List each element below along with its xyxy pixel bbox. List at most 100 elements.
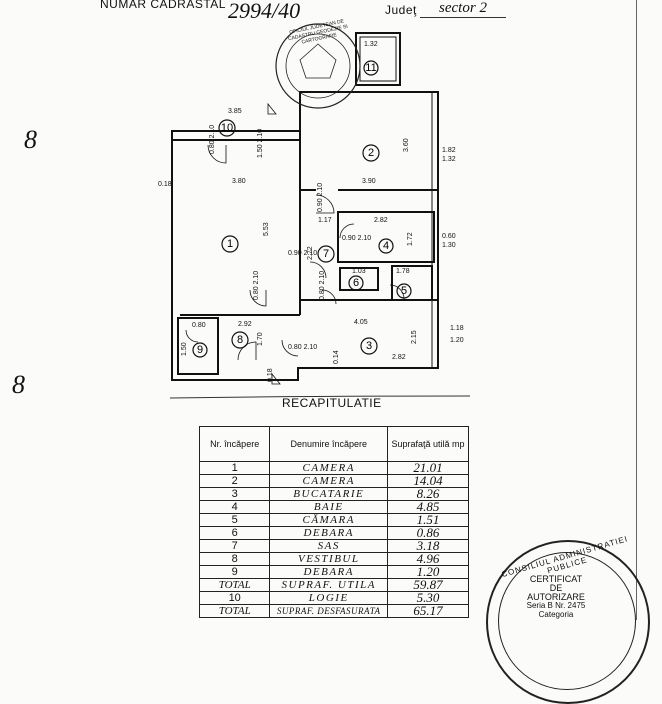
cell-nr: 7	[198, 539, 271, 553]
dim-label: 0.80 2.10	[209, 125, 216, 154]
floor-plan: 1 2 3 4 5 6 7 8 9 10 11 3.85 3.80 3.90 5…	[158, 23, 471, 399]
dim-label: 0.80 2.10	[319, 271, 326, 300]
cell-area: 21.01	[387, 461, 469, 475]
room-label-10: 10	[221, 122, 233, 134]
dim-label: 1.32	[442, 156, 456, 163]
dim-label: 0.90 2.10	[288, 250, 317, 257]
cadastral-label: NUMAR CADRASTAL	[100, 0, 226, 11]
room-label-4: 4	[383, 240, 389, 252]
room-label-8: 8	[237, 334, 243, 346]
dim-label: 0.18	[158, 181, 172, 188]
dim-label: 0.60	[442, 233, 456, 240]
certificate-line: Seria B Nr. 2475	[526, 601, 586, 610]
dim-label: 1.30	[442, 242, 456, 249]
cell-name: CAMERA	[269, 474, 389, 488]
cell-nr: 1	[198, 461, 271, 475]
dim-label: 1.18	[450, 325, 464, 332]
dim-label: 1.82	[442, 147, 456, 154]
cell-area: 5.30	[387, 591, 469, 605]
cell-nr: 5	[198, 513, 271, 527]
certificate-line: DE	[549, 583, 563, 593]
dim-label: 2.15	[411, 330, 418, 344]
dim-label: 1.32	[364, 41, 378, 48]
dim-label: 1.03	[352, 268, 366, 275]
cell-name: SAS	[269, 539, 389, 553]
judet-label: Judeţ	[385, 3, 417, 17]
cell-name: BAIE	[269, 500, 389, 514]
dim-label: 0.14	[333, 350, 340, 364]
cell-nr: TOTAL	[198, 578, 271, 592]
room-label-11: 11	[365, 62, 376, 74]
room-label-3: 3	[366, 340, 372, 352]
dim-label: 3.60	[403, 138, 410, 152]
room-label-1: 1	[227, 238, 233, 250]
certificate-line: Categoria	[538, 610, 574, 619]
cell-name: LOGIE	[269, 591, 389, 605]
dim-label: 4.05	[354, 319, 368, 326]
margin-mark: 8	[24, 125, 37, 154]
certificate-line: CERTIFICAT	[529, 574, 583, 584]
room-label-5: 5	[401, 285, 407, 297]
certificate-line: AUTORIZARE	[527, 592, 585, 602]
dim-label: 1.70	[257, 332, 264, 346]
dim-label: 0.90 2.10	[317, 183, 324, 212]
dim-label: 1.17	[318, 217, 332, 224]
cell-name: DEBARA	[269, 565, 389, 579]
dim-label: 3.90	[362, 178, 376, 185]
dim-label: 1.78	[396, 268, 410, 275]
dim-label: 2.92	[238, 321, 252, 328]
dim-label: 1.72	[407, 232, 414, 246]
header-name: Denumire încăpere	[269, 426, 389, 462]
room-11-wall	[355, 32, 401, 86]
dim-label: 5.53	[263, 222, 270, 236]
room-label-9: 9	[197, 344, 203, 356]
dim-label: 0.80 2.10	[253, 271, 260, 300]
dim-label: 0.90 2.10	[342, 235, 371, 242]
cell-name: SUPRAF. DESFASURATA	[269, 604, 389, 618]
dim-label: 1.50 2.10	[257, 129, 264, 158]
outer-wall	[171, 91, 439, 381]
cell-area: 4.85	[387, 500, 469, 514]
dim-label: 1.50	[181, 342, 188, 356]
cell-area: 65.17	[387, 604, 469, 618]
judet-value: sector 2	[420, 0, 506, 18]
dim-label: 2.72	[307, 246, 314, 260]
header-area: Suprafaţă utilă mp	[387, 426, 469, 462]
recap-table: Nr. încăpere Denumire încăpere Suprafaţă…	[198, 426, 469, 618]
recap-header-row: Nr. încăpere Denumire încăpere Suprafaţă…	[198, 426, 469, 462]
cadastral-seal	[275, 23, 361, 109]
cell-nr: 4	[198, 500, 271, 514]
cell-nr: 9	[198, 565, 271, 579]
dim-label: 2.82	[392, 354, 406, 361]
header-nr: Nr. încăpere	[198, 426, 271, 462]
dim-label: 2.82	[374, 217, 388, 224]
cell-name: SUPRAF. UTILA	[269, 578, 389, 592]
dim-label: 3.85	[228, 108, 242, 115]
cadastral-number: 2994/40	[228, 0, 301, 23]
room-label-2: 2	[368, 147, 374, 159]
dim-label: 1.20	[450, 337, 464, 344]
cell-name: DEBARA	[269, 526, 389, 540]
room-label-6: 6	[353, 277, 359, 289]
cell-nr: TOTAL	[198, 604, 271, 618]
margin-mark: 8	[12, 370, 25, 399]
cell-nr: 2	[198, 474, 271, 488]
cell-name: CĂMARA	[269, 513, 389, 527]
dim-label: 3.80	[232, 178, 246, 185]
cell-nr: 3	[198, 487, 271, 501]
dim-label: 0.80 2.10	[288, 344, 317, 351]
room-label-7: 7	[323, 248, 329, 260]
recap-title: RECAPITULATIE	[282, 396, 382, 410]
cell-name: CAMERA	[269, 461, 389, 475]
dim-label: 0.80	[192, 322, 206, 329]
dim-label: 0.18	[267, 368, 274, 382]
cell-name: BUCATARIE	[269, 487, 389, 501]
page-border	[636, 0, 637, 620]
